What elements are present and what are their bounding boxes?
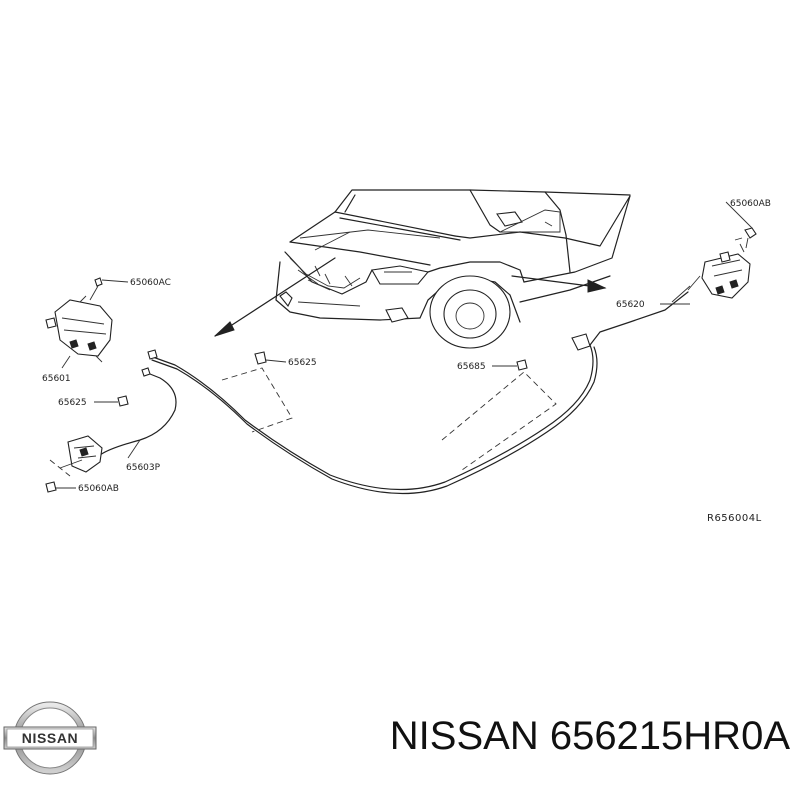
hood-latch-assembly-left [45, 277, 113, 363]
callout-65603p: 65603P [126, 463, 161, 473]
pointer-arrows [214, 257, 607, 337]
callout-65620: 65620 [616, 300, 645, 310]
nissan-logo-icon: NISSAN [3, 701, 97, 775]
dashed-section-indicators [221, 367, 557, 471]
callout-65060ac: 65060AC [130, 278, 171, 288]
callout-65060ab-bottom: 65060AB [78, 484, 119, 494]
vehicle-front-illustration [275, 189, 631, 349]
nissan-logo-lettering: NISSAN [22, 730, 79, 746]
callout-65601: 65601 [42, 374, 71, 384]
drawing-reference-code: R656004L [707, 513, 762, 524]
callout-leaders [56, 201, 753, 489]
hood-latch-assembly-right [687, 227, 757, 299]
release-lever-assembly [45, 435, 103, 493]
callout-65625-center: 65625 [288, 358, 317, 368]
callout-65625-left: 65625 [58, 398, 87, 408]
part-number-caption: NISSAN 656215HR0A [389, 714, 790, 758]
callout-65685: 65685 [457, 362, 486, 372]
callout-65060ab-top: 65060AB [730, 199, 771, 209]
